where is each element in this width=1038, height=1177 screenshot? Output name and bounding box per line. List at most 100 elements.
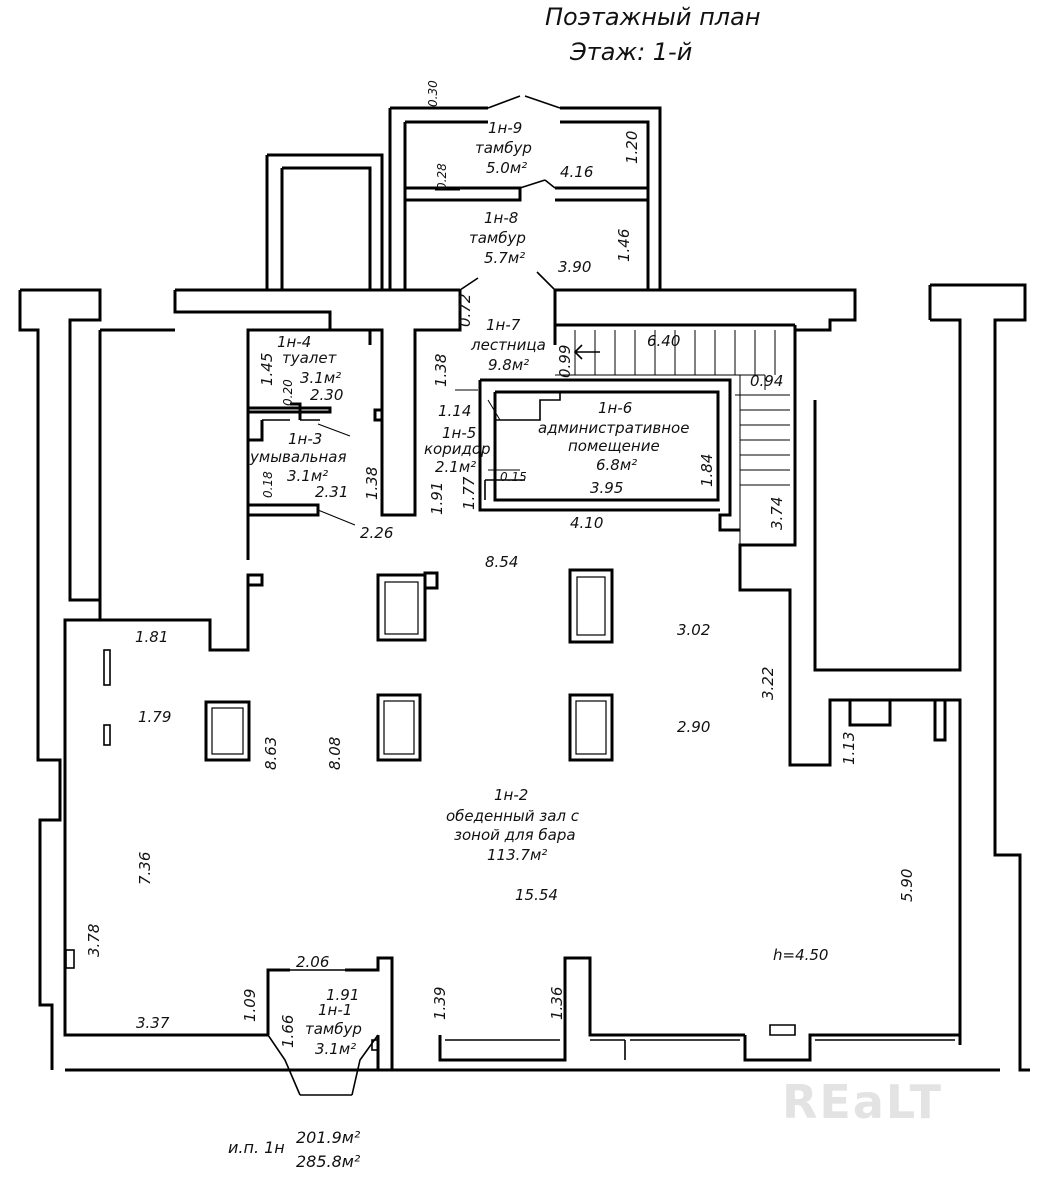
vestibule-divider — [405, 186, 650, 202]
height-label: h=4.50 — [773, 946, 828, 964]
dim-1-20: 1.20 — [623, 131, 641, 164]
room-1-name: тамбур — [305, 1020, 362, 1038]
dim-4-10: 4.10 — [570, 514, 603, 532]
right-light-well — [813, 283, 1030, 1072]
room-4-area: 3.1м² — [300, 369, 341, 387]
room-9-area: 5.0м² — [486, 159, 527, 177]
dim-0-94: 0.94 — [750, 372, 783, 390]
dim-1-14: 1.14 — [438, 402, 471, 420]
room-5-id: 1н-5 — [442, 424, 476, 442]
dim-0-30: 0.30 — [426, 80, 440, 107]
entrance-marker — [371, 1039, 379, 1051]
room-8-area: 5.7м² — [484, 249, 525, 267]
upper-left-annex — [265, 153, 384, 290]
dim-0-15: 0.15 — [500, 470, 527, 484]
dim-0-20: 0.20 — [281, 379, 295, 406]
room-1-area: 3.1м² — [315, 1040, 356, 1058]
totals-area-total: 285.8м² — [296, 1152, 361, 1171]
dim-1-91b: 1.91 — [326, 986, 359, 1004]
vestibule-8-door — [519, 179, 556, 189]
staircase-outer — [553, 325, 850, 767]
dim-0-99: 0.99 — [556, 345, 574, 378]
dim-1-81: 1.81 — [135, 628, 168, 646]
dim-4-16: 4.16 — [560, 163, 593, 181]
dim-1-38b: 1.38 — [363, 467, 381, 500]
top-wall-right — [553, 288, 857, 332]
staircase-steps — [555, 330, 790, 545]
room-8-name: тамбур — [469, 229, 526, 247]
dim-15-54: 15.54 — [515, 886, 558, 904]
dim-3-90: 3.90 — [558, 258, 591, 276]
room-6-name-line1: административное — [538, 419, 689, 437]
dim-2-30: 2.30 — [310, 386, 343, 404]
dim-1-77: 1.77 — [460, 476, 478, 510]
dim-3-02: 3.02 — [677, 621, 710, 639]
dim-5-90: 5.90 — [898, 869, 916, 902]
front-wall-middle-pier — [438, 956, 745, 1062]
dim-2-26: 2.26 — [360, 524, 393, 542]
room-2-name-line1: обеденный зал с — [446, 807, 580, 825]
room-7-name: лестница — [470, 336, 546, 354]
dim-1-84: 1.84 — [698, 454, 716, 487]
dim-3-74: 3.74 — [768, 497, 786, 530]
left-wall-marker-3 — [65, 949, 75, 969]
left-wall-marker-2 — [103, 724, 111, 746]
left-light-well — [98, 328, 175, 600]
dim-8-63: 8.63 — [262, 737, 280, 770]
totals-label: и.п. 1н — [228, 1138, 285, 1157]
admin-room-niche — [495, 392, 561, 421]
dim-0-72: 0.72 — [456, 294, 474, 327]
front-windows — [439, 1024, 955, 1060]
dim-2-90: 2.90 — [677, 718, 710, 736]
dim-1-09: 1.09 — [241, 989, 259, 1022]
room-7-area: 9.8м² — [488, 356, 529, 374]
dim-1-39: 1.39 — [431, 987, 449, 1020]
room-6-area: 6.8м² — [596, 456, 637, 474]
floor-label: Этаж: 1-й — [569, 38, 692, 66]
dim-1-36: 1.36 — [548, 987, 566, 1020]
pillar-4 — [376, 693, 422, 762]
room-6-id: 1н-6 — [598, 399, 632, 417]
room-5-name: коридор — [424, 440, 491, 458]
totals-area-main: 201.9м² — [296, 1128, 361, 1147]
realt-watermark-logo: REaLT — [782, 1075, 943, 1129]
dim-6-40: 6.40 — [647, 332, 680, 350]
dim-1-79: 1.79 — [138, 708, 171, 726]
dim-1-91a: 1.91 — [428, 482, 446, 515]
dim-3-37: 3.37 — [136, 1014, 170, 1032]
room-3-name: умывальная — [249, 448, 347, 466]
left-wall-marker — [103, 649, 111, 686]
room-2-area: 113.7м² — [487, 846, 547, 864]
room-3-area: 3.1м² — [287, 467, 328, 485]
vestibule-9-door — [487, 95, 561, 109]
main-hall-walls — [63, 573, 1000, 1072]
pillar-2 — [568, 568, 614, 644]
room-7-id: 1н-7 — [486, 316, 521, 334]
dim-1-66: 1.66 — [279, 1015, 297, 1048]
dim-1-46: 1.46 — [615, 229, 633, 262]
vestibule-7-door — [459, 271, 556, 291]
dim-leader-lines — [317, 107, 750, 526]
admin-room-door — [484, 479, 525, 500]
corridor-pier — [380, 290, 462, 517]
room-4-name: туалет — [282, 349, 338, 367]
dim-0-28: 0.28 — [435, 163, 449, 190]
staircase-arrow — [573, 344, 600, 360]
dim-2-06: 2.06 — [296, 953, 329, 971]
front-wall-right-piers — [743, 1033, 962, 1062]
dim-0-18: 0.18 — [261, 471, 275, 498]
dim-3-22: 3.22 — [759, 667, 777, 700]
plan-title: Поэтажный план — [545, 3, 761, 31]
pillar-5 — [568, 693, 614, 762]
dim-1-13: 1.13 — [840, 732, 858, 765]
room-4-id: 1н-4 — [277, 333, 311, 351]
room-9-id: 1н-9 — [488, 119, 522, 137]
dim-3-95: 3.95 — [590, 479, 623, 497]
room-6-name-line2: помещение — [568, 437, 660, 455]
room-1-id: 1н-1 — [318, 1001, 352, 1019]
room-2-id: 1н-2 — [494, 786, 528, 804]
dim-1-45: 1.45 — [258, 353, 276, 386]
pillar-1 — [376, 571, 439, 642]
dim-7-36: 7.36 — [136, 852, 154, 885]
